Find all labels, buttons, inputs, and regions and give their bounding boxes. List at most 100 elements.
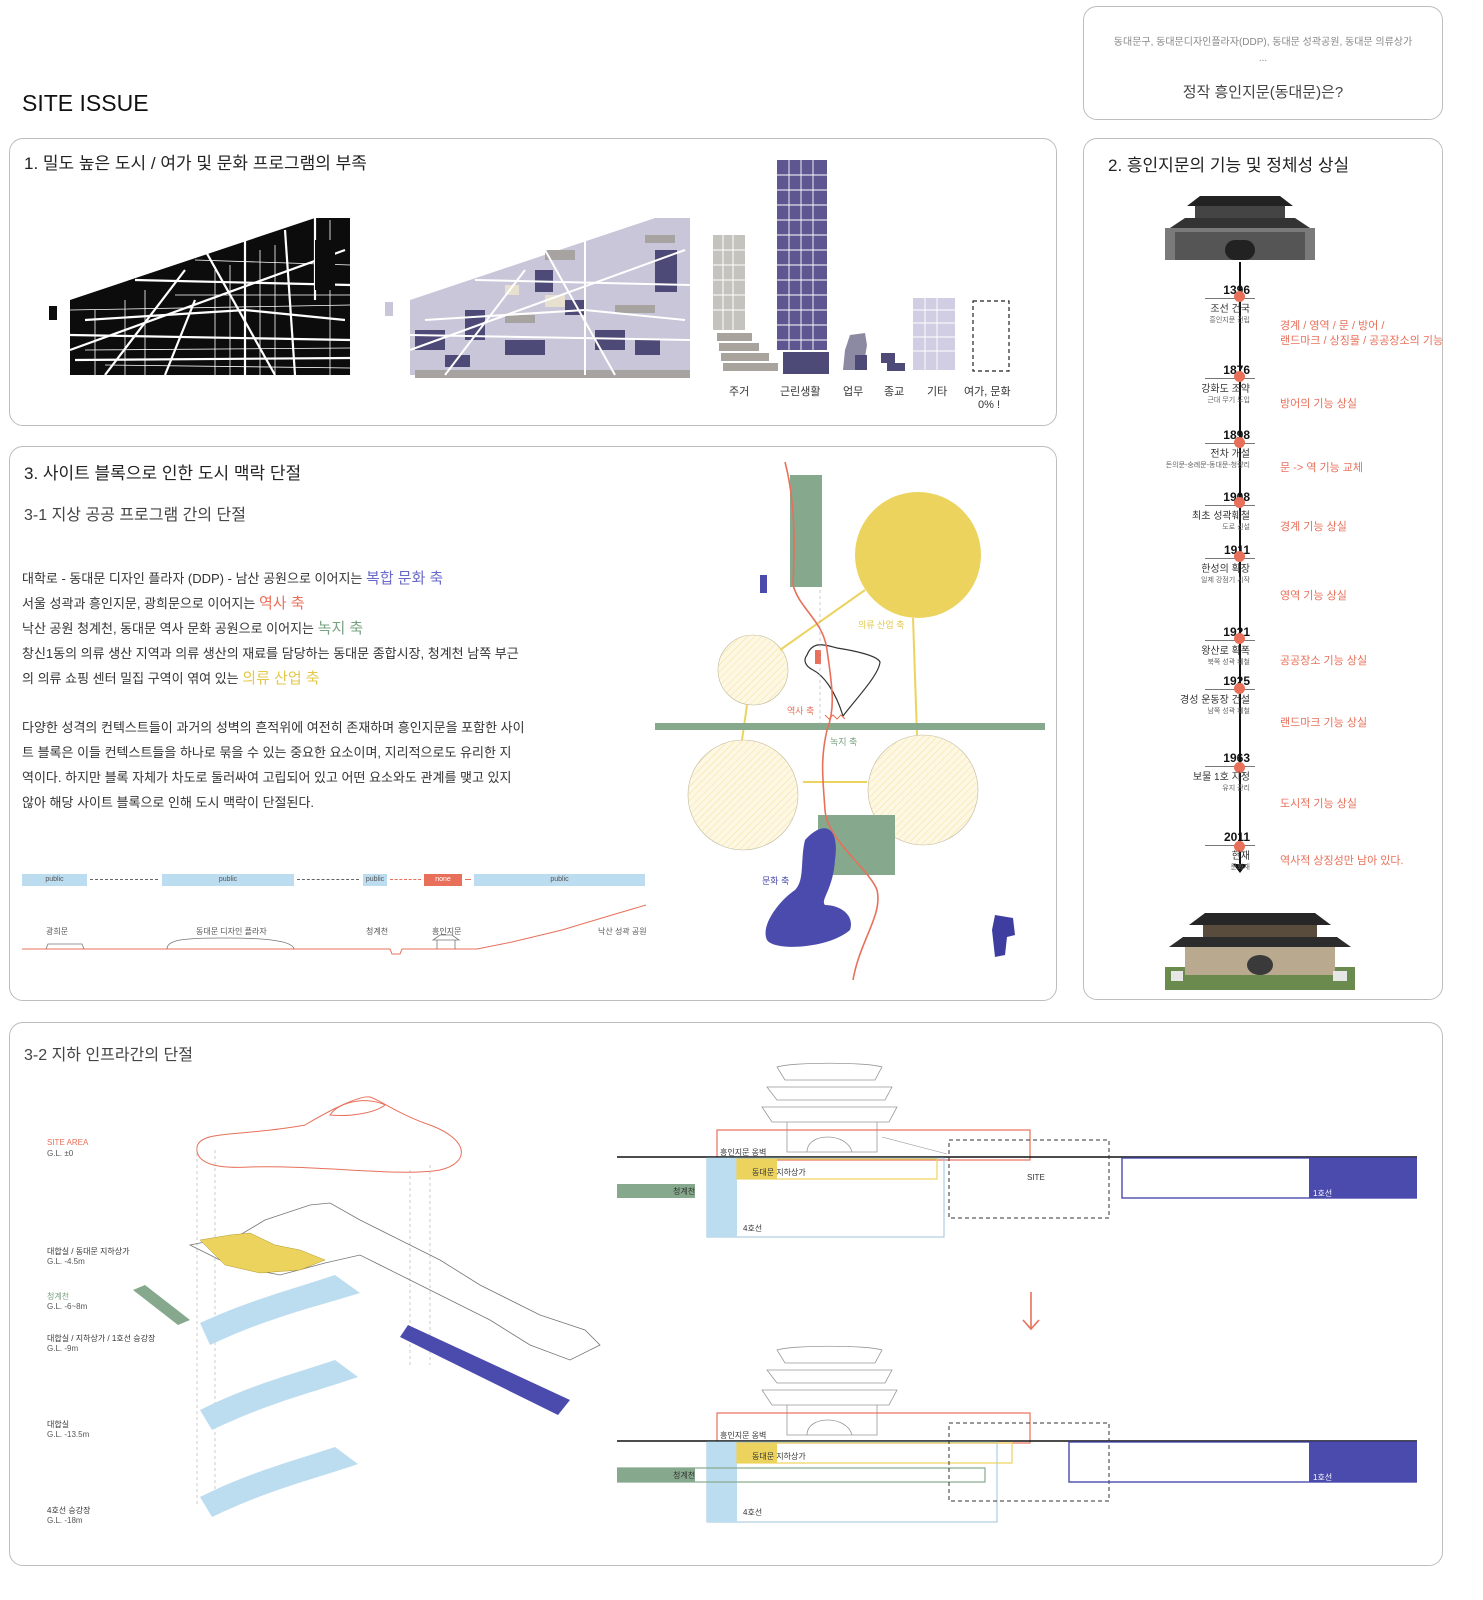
tl-dot <box>1234 762 1245 773</box>
label-stream-after: 청계천 <box>673 1471 696 1480</box>
category-neighborhood: 근린생활 <box>780 386 821 398</box>
place-naksan: 낙산 성곽 공원 <box>598 927 647 936</box>
tl-rule <box>1205 505 1255 506</box>
tl-function: 경계 / 영역 / 문 / 방어 / 랜드마크 / 상징물 / 공공장소의 기능 <box>1280 319 1443 349</box>
label-stream-before: 청계천 <box>673 1187 696 1196</box>
tl-dot <box>1234 371 1245 382</box>
tl-function: 경계 기능 상실 <box>1280 521 1347 533</box>
tl-function-line1: 경계 / 영역 / 문 / 방어 / <box>1280 320 1385 332</box>
level-stream-name: 청계천 <box>47 1292 70 1301</box>
level-concourse-gl: G.L. -9m <box>47 1344 79 1353</box>
level-hall-name: 대합실 <box>47 1420 70 1429</box>
level-site-name: SITE AREA <box>47 1138 89 1147</box>
label-wall-before: 흥인지문 옹벽 <box>720 1148 767 1157</box>
section-bar-none: none <box>424 874 462 886</box>
question-box: 동대문구, 동대문디자인플라자(DDP), 동대문 성곽공원, 동대문 의류상가… <box>1083 6 1443 120</box>
section-bar-public-4: public <box>474 874 645 886</box>
tl-detail: 문화재 <box>1230 864 1250 871</box>
context-line: 낙산 공원 청계천, 동대문 역사 문화 공원으로 이어지는 녹지 축 <box>22 620 364 637</box>
timeline-arrow <box>1233 864 1247 873</box>
tl-detail: 근대 무기 도입 <box>1207 397 1250 404</box>
tl-function-line2: 랜드마크 / 상징물 / 공공장소의 기능 <box>1280 335 1444 347</box>
tl-desc: 강화도 조약 <box>1201 384 1250 395</box>
dashed-link <box>297 879 359 880</box>
tl-dot <box>1234 551 1245 562</box>
tl-desc: 보물 1호 지정 <box>1192 772 1250 783</box>
dashed-link <box>390 879 421 880</box>
context-line: 의 의류 쇼핑 센터 밀집 구역이 엮여 있는 의류 산업 축 <box>22 670 320 687</box>
tl-desc: 경성 운동장 건설 <box>1180 695 1250 706</box>
leisure-percent: 0% ! <box>978 399 1001 411</box>
category-stacks <box>713 160 1010 374</box>
section-bar-public-1: public <box>22 874 87 886</box>
tl-desc: 왕산로 확폭 <box>1201 646 1250 657</box>
tl-dot <box>1234 291 1245 302</box>
tl-function: 도시적 기능 상실 <box>1280 798 1357 810</box>
section-bar-public-3: public <box>363 874 387 886</box>
tl-detail: 도로 신설 <box>1222 524 1250 531</box>
question-tags: 동대문구, 동대문디자인플라자(DDP), 동대문 성곽공원, 동대문 의류상가 <box>1113 37 1413 48</box>
tl-dot <box>1234 497 1245 508</box>
category-office: 업무 <box>843 386 864 398</box>
section3-subtitle: 3-1 지상 공공 프로그램 간의 단절 <box>24 507 246 524</box>
timeline-axis <box>1239 262 1241 867</box>
section-bar-public-2: public <box>162 874 294 886</box>
level-mall-gl: G.L. -4.5m <box>47 1257 85 1266</box>
industry-axis-label: 의류 산업 축 <box>242 670 320 687</box>
section1-title: 1. 밀도 높은 도시 / 여가 및 문화 프로그램의 부족 <box>24 154 367 173</box>
isolation-paragraph: 다양한 성격의 컨텍스트들이 과거의 성벽의 흔적위에 여전히 존재하며 흥인지… <box>22 720 525 810</box>
tl-dot <box>1234 841 1245 852</box>
place-ddp: 동대문 디자인 플라자 <box>196 927 267 936</box>
tl-detail: 유지 관리 <box>1222 785 1250 792</box>
tl-rule <box>1205 378 1255 379</box>
site-section-profile <box>22 904 646 955</box>
figure-ground-map <box>49 218 351 376</box>
tl-detail: 돈의문-숭례문-동대문-청량리 <box>1165 462 1250 469</box>
context-paragraph: 대학로 - 동대문 디자인 플라자 (DDP) - 남산 공원으로 이어지는 복… <box>22 566 582 691</box>
tl-rule <box>1205 766 1255 767</box>
label-site-before: SITE <box>1027 1173 1045 1182</box>
tl-desc: 전차 개설 <box>1210 449 1250 460</box>
label-line4-after: 4호선 <box>743 1508 763 1517</box>
dashed-link <box>90 879 158 880</box>
history-axis-tag: 역사 축 <box>787 706 815 716</box>
tl-detail: 흥인지문 건립 <box>1209 317 1250 324</box>
history-axis-label: 역사 축 <box>258 595 305 612</box>
page-title: SITE ISSUE <box>22 90 149 116</box>
transition-arrow-icon <box>1022 1292 1040 1331</box>
tl-rule <box>1205 689 1255 690</box>
label-line1-after: 1호선 <box>1313 1473 1333 1482</box>
level-stream-gl: G.L. -6~8m <box>47 1302 88 1311</box>
tl-year-1963: 1963 <box>1223 751 1250 765</box>
green-axis-label: 녹지 축 <box>317 620 364 637</box>
section-before <box>617 1062 1417 1238</box>
context-line: 창신1동의 의류 생산 지역과 의류 생산의 재료를 담당하는 동대문 종합시장… <box>22 646 519 661</box>
tl-desc: 현재 <box>1231 851 1250 862</box>
tl-rule <box>1205 640 1255 641</box>
tl-function: 방어의 기능 상실 <box>1280 398 1357 410</box>
section32-subtitle: 3-2 지하 인프라간의 단절 <box>24 1047 193 1064</box>
tl-rule <box>1205 443 1255 444</box>
tl-function: 영역 기능 상실 <box>1280 590 1347 602</box>
industry-axis-tag: 의류 산업 축 <box>858 620 905 630</box>
gate-photo-present <box>1165 913 1355 990</box>
tl-year-2011: 2011 <box>1223 830 1250 844</box>
section2-panel: 2. 흥인지문의 기능 및 정체성 상실 <box>1083 138 1443 1000</box>
tl-detail: 북쪽 성곽 훼철 <box>1207 659 1250 666</box>
category-leisure: 여가, 문화 <box>964 386 1011 398</box>
level-line4-name: 4호선 승강장 <box>47 1506 91 1515</box>
category-etc: 기타 <box>927 386 948 398</box>
level-concourse-name: 대합실 / 지하상가 / 1호선 승강장 <box>47 1334 156 1343</box>
tl-detail: 일제 강점기 시작 <box>1201 577 1250 584</box>
tl-function: 역사적 상징성만 남아 있다. <box>1280 855 1404 867</box>
tl-function: 문 -> 역 기능 교체 <box>1280 462 1364 474</box>
axis-diagram <box>655 461 1045 981</box>
tl-dot <box>1234 437 1245 448</box>
level-mall-name: 대합실 / 동대문 지하상가 <box>47 1247 130 1256</box>
label-line1-before: 1호선 <box>1313 1189 1333 1198</box>
label-line4-before: 4호선 <box>743 1224 763 1233</box>
place-cheonggyecheon: 청계천 <box>366 927 389 936</box>
level-line4-gl: G.L. -18m <box>47 1516 83 1525</box>
tl-function: 공공장소 기능 상실 <box>1280 655 1368 667</box>
place-gwanghuimun: 광희문 <box>46 927 69 936</box>
